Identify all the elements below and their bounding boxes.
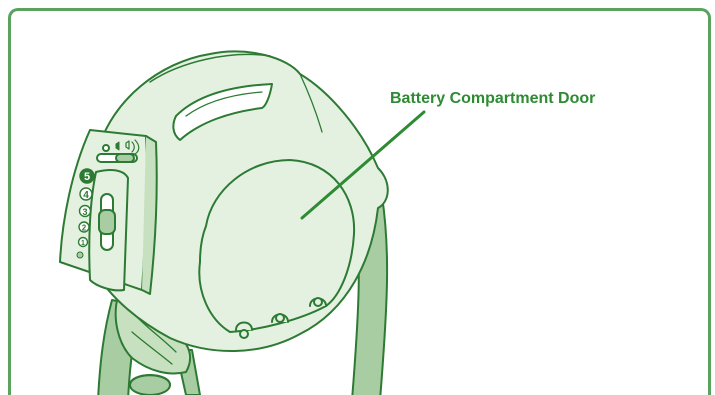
power-indicator-icon [102,144,110,152]
high-volume-icon [125,139,140,155]
battery-compartment-door [198,159,356,333]
speed-selector [88,169,129,292]
callout-leader-line [300,110,426,220]
carry-handle [172,83,273,141]
speed-numbers [76,168,95,259]
speed-label-5: 5 [84,171,90,183]
door-latches [235,297,327,339]
battery-compartment-door-label: Battery Compartment Door [390,90,596,107]
hub-ring [129,374,171,386]
volume-controls [96,139,140,163]
low-volume-icon [115,141,120,151]
speed-label-3: 3 [82,207,87,217]
speed-label-4: 4 [83,190,89,201]
speed-slider-knob [98,209,116,235]
speed-label-2: 2 [82,224,87,233]
speed-label-1: 1 [81,240,85,247]
